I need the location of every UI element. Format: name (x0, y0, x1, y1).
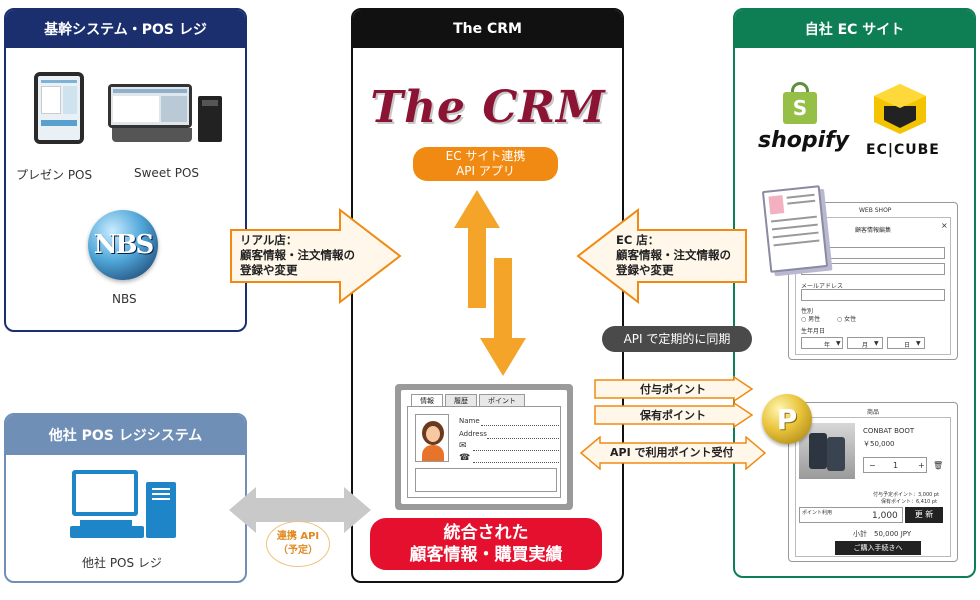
nbs-logo: NBS (88, 210, 158, 280)
unified-line2: 顧客情報・購買実績 (409, 545, 563, 565)
shopify-bag-icon: S (781, 82, 819, 124)
grant-points-text: 付与予定ポイント：3,000 pt (873, 492, 940, 498)
point-use-field[interactable]: ポイント利用 1,000 (799, 507, 903, 523)
product-name: CONBAT BOOT (863, 427, 915, 435)
hold-point-text: 保有ポイント (640, 409, 706, 422)
receipt-printer-image (198, 96, 222, 142)
avatar (415, 414, 449, 462)
use-point-arrow (580, 436, 766, 470)
birthday-label: 生年月日 (801, 328, 826, 335)
ec-store-arrow-text: EC 店： 顧客情報・注文情報の 登録や変更 (616, 233, 731, 277)
crm-title: The CRM (353, 10, 622, 48)
checkout-button[interactable]: ご購入手続きへ (835, 541, 921, 555)
notebook-icon (761, 185, 829, 273)
sweet-pos-label: Sweet POS (134, 166, 200, 180)
ec-api-line1: EC サイト連携 (445, 149, 526, 163)
mail-label: メールアドレス (801, 283, 844, 290)
quantity-stepper[interactable]: − 1 + (863, 457, 927, 473)
trash-icon[interactable]: 🗑 (933, 461, 944, 470)
unified-line1: 統合された (443, 523, 529, 543)
product-card: 商品 CONBAT BOOT ￥50,000 − 1 + 🗑 付与予定ポイント：… (788, 402, 958, 562)
the-crm-logo: The CRM (370, 82, 606, 133)
shopify-logo: shopify (758, 128, 850, 153)
eccube-logo: EC|CUBE (866, 142, 940, 158)
hold-points-text: 保有ポイント：6,410 pt (881, 499, 938, 505)
sweet-pos-image (108, 84, 196, 144)
presen-pos-label: プレゼン POS (16, 168, 93, 182)
sync-badge: API で定期的に同期 (602, 326, 752, 352)
real-store-arrow-text: リアル店： 顧客情報・注文情報の 登録や変更 (240, 233, 355, 277)
card-tab-info[interactable]: 情報 (411, 394, 443, 407)
ec-api-line2: API アプリ (456, 164, 515, 178)
product-price: ￥50,000 (863, 440, 895, 448)
webshop-title: WEB SHOP (859, 207, 892, 214)
down-arrow (480, 258, 526, 376)
register-icon (70, 470, 182, 540)
link-api-arrow (229, 487, 371, 533)
unified-data-badge: 統合された 顧客情報・購買実績 (370, 518, 602, 570)
up-arrow (454, 190, 500, 308)
select-day[interactable]: 日▼ (887, 337, 925, 349)
grant-point-arrow (594, 376, 754, 402)
update-button[interactable]: 更 新 (905, 507, 943, 523)
radio-male[interactable]: ○ 男性 (801, 316, 821, 323)
card-address-label: Address (459, 430, 487, 438)
other-pos-label: 他社 POS レジ (82, 556, 162, 570)
ec-store-arrow (576, 208, 747, 304)
core-system-title: 基幹システム・POS レジ (6, 10, 245, 48)
ec-api-app-badge: EC サイト連携 API アプリ (413, 147, 558, 181)
grant-point-text: 付与ポイント (640, 383, 706, 396)
tablet-pos-image (34, 72, 84, 144)
radio-female[interactable]: ○ 女性 (837, 316, 857, 323)
phone-icon: ☎ (459, 453, 471, 463)
close-icon[interactable]: × (941, 221, 948, 230)
select-month[interactable]: 月▼ (847, 337, 883, 349)
mail-icon: ✉ (459, 441, 467, 451)
webshop-subtitle: 顧客情報編集 (855, 227, 892, 234)
card-tab-history[interactable]: 履歴 (445, 394, 477, 407)
customer-card: 情報 履歴 ポイント Name Address ✉ ☎ (395, 384, 573, 510)
nbs-label: NBS (112, 292, 137, 306)
ec-site-title: 自社 EC サイト (735, 10, 974, 48)
select-year[interactable]: 年▼ (801, 337, 843, 349)
card-name-label: Name (459, 417, 480, 425)
card-tab-points[interactable]: ポイント (479, 394, 525, 407)
hold-point-arrow (594, 402, 754, 428)
use-point-text: API で利用ポイント受付 (610, 446, 734, 459)
boot-image (799, 423, 855, 479)
point-coin-icon: P (762, 394, 812, 444)
product-section-title: 商品 (867, 409, 880, 416)
eccube-cube-icon (870, 82, 930, 134)
link-api-badge: 連携 API （予定） (266, 521, 330, 567)
field-mail[interactable] (801, 289, 945, 301)
other-pos-title: 他社 POS レジシステム (6, 415, 245, 455)
real-store-arrow (230, 208, 402, 304)
gender-label: 性別 (801, 308, 814, 315)
subtotal-text: 小計 50,000 JPY (853, 530, 912, 538)
